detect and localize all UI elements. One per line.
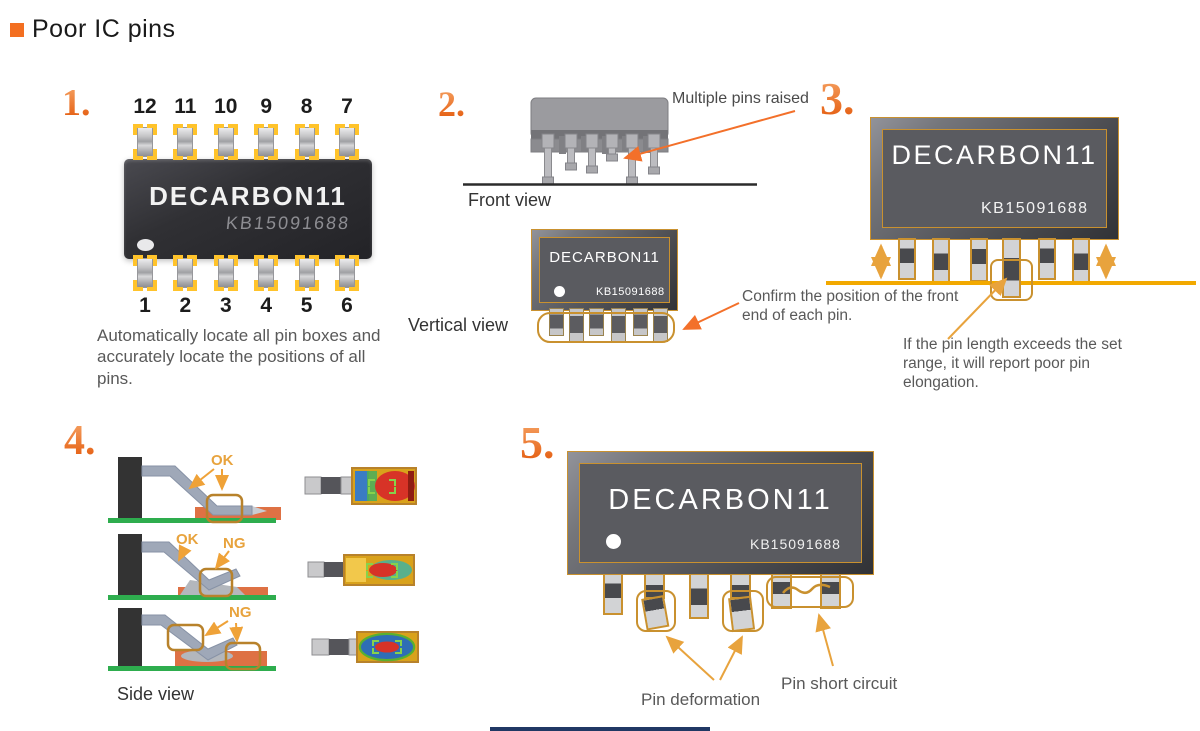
pin-bracket xyxy=(173,124,198,160)
chip-code: KB15091688 xyxy=(750,536,841,552)
solder-heatmap-ng1 xyxy=(307,554,415,586)
solder-bridge-squiggle xyxy=(782,583,831,594)
front-end-outline xyxy=(537,312,675,343)
section-2-number: 2. xyxy=(438,84,465,124)
defect-chip: DECARBON11 KB15091688 xyxy=(567,451,874,575)
pin-number: 10 xyxy=(214,95,238,118)
pin-bracket xyxy=(133,255,157,291)
bottom-pin-row xyxy=(133,255,359,291)
pin-length-chip: DECARBON11 KB15091688 xyxy=(870,117,1119,240)
pin-with-bracket xyxy=(254,255,279,291)
ng-label: NG xyxy=(223,535,246,552)
pin xyxy=(689,573,709,619)
pin-bracket xyxy=(213,255,238,291)
pin-with-bracket xyxy=(213,124,238,160)
pin-bracket xyxy=(254,255,279,291)
pin-number: 8 xyxy=(300,95,313,118)
pin-number: 1 xyxy=(139,294,151,317)
section-5-number: 5. xyxy=(520,417,555,468)
vertical-view-label: Vertical view xyxy=(408,315,509,335)
chip-face: DECARBON11 KB15091688 xyxy=(882,129,1107,228)
pin-with-bracket xyxy=(254,124,279,160)
pin1-dot-marker xyxy=(606,534,621,549)
pin-number: 3 xyxy=(219,294,232,317)
pin-with-bracket xyxy=(334,255,359,291)
chip-code: KB15091688 xyxy=(596,286,665,298)
pin-bracket xyxy=(173,255,198,291)
pin-bracket xyxy=(294,255,319,291)
pin-with-bracket xyxy=(133,255,157,291)
pin-number: 5 xyxy=(300,294,313,317)
raised-pins-annotation: Multiple pins raised xyxy=(672,90,809,107)
pin-bracket xyxy=(334,124,359,160)
front-view-label: Front view xyxy=(468,190,552,210)
pin-with-bracket xyxy=(213,255,238,291)
pin1-dot-marker xyxy=(554,286,565,297)
pin-bracket xyxy=(294,124,319,160)
pin xyxy=(1038,238,1056,280)
pin-with-bracket xyxy=(294,255,319,291)
pin xyxy=(589,308,604,336)
pin xyxy=(970,238,988,282)
pin-number: 9 xyxy=(260,95,273,118)
chip-name: DECARBON11 xyxy=(149,181,347,211)
footer-bar xyxy=(490,727,710,731)
chip-face: DECARBON11 KB15091688 xyxy=(579,463,862,563)
section-3-number: 3. xyxy=(820,73,855,124)
chip-name: DECARBON11 xyxy=(549,249,660,266)
chip-face: DECARBON11 KB15091688 xyxy=(539,237,670,303)
chip-code: KB15091688 xyxy=(225,213,352,233)
pin-with-bracket xyxy=(294,124,319,160)
top-pin-numbers: 12 11 10 9 8 7 xyxy=(133,95,359,119)
pin-number: 2 xyxy=(179,294,192,317)
pin-with-bracket xyxy=(133,124,157,160)
pin-bracket xyxy=(254,124,279,160)
pin-front-end-box xyxy=(537,308,675,344)
deformation-outline xyxy=(636,590,676,632)
pin-with-bracket xyxy=(173,124,198,160)
pin-with-bracket xyxy=(334,124,359,160)
pin-number: 11 xyxy=(174,95,197,118)
side-view-label: Side view xyxy=(117,684,195,704)
pin xyxy=(633,308,648,336)
pin-number: 4 xyxy=(260,294,273,317)
vertical-view-chip: DECARBON11 KB15091688 xyxy=(531,229,678,311)
short-circuit-outline xyxy=(766,576,854,608)
solder-heatmap-ok xyxy=(304,467,417,505)
ok-label: OK xyxy=(176,531,199,548)
pin-with-bracket xyxy=(173,255,198,291)
pin-number: 7 xyxy=(341,95,353,118)
side-view-figure: OK OK NG NG xyxy=(108,452,419,671)
title-bullet-icon xyxy=(10,23,24,37)
ic-chip-photo: DECARBON11 KB15091688 xyxy=(124,159,372,259)
deformation-outline xyxy=(722,590,764,632)
elongation-note: If the pin length exceeds the set range,… xyxy=(903,336,1122,391)
bottom-pin-numbers: 1 2 3 4 5 6 xyxy=(133,294,359,318)
pin-bracket xyxy=(213,124,238,160)
top-pin-row xyxy=(133,124,359,160)
section-4-number: 4. xyxy=(64,418,96,464)
page-title: Poor IC pins xyxy=(32,15,176,43)
chip-name: DECARBON11 xyxy=(891,140,1098,170)
pin-deformation-label: Pin deformation xyxy=(641,690,761,709)
chip-name: DECARBON11 xyxy=(608,484,833,516)
elongated-pin-outline xyxy=(990,259,1033,301)
pin xyxy=(603,573,623,615)
pin xyxy=(932,238,950,284)
solder-heatmap-ng2 xyxy=(311,631,419,663)
ng-label: NG xyxy=(229,604,252,621)
chip-code: KB15091688 xyxy=(981,200,1089,217)
pin-number: 12 xyxy=(133,95,157,118)
ok-label: OK xyxy=(211,452,234,469)
confirm-note: Confirm the position of the front end of… xyxy=(742,288,959,324)
pin-number: 6 xyxy=(341,294,353,317)
pin1-dot-marker xyxy=(137,239,154,251)
pin-short-circuit-label: Pin short circuit xyxy=(781,674,898,693)
section-1-number: 1. xyxy=(62,82,91,124)
pin-bracket xyxy=(334,255,359,291)
pin-bracket xyxy=(133,124,157,160)
pin xyxy=(1072,238,1090,284)
pin xyxy=(898,238,916,280)
section-1-caption: Automatically locate all pin boxes and a… xyxy=(97,326,381,388)
